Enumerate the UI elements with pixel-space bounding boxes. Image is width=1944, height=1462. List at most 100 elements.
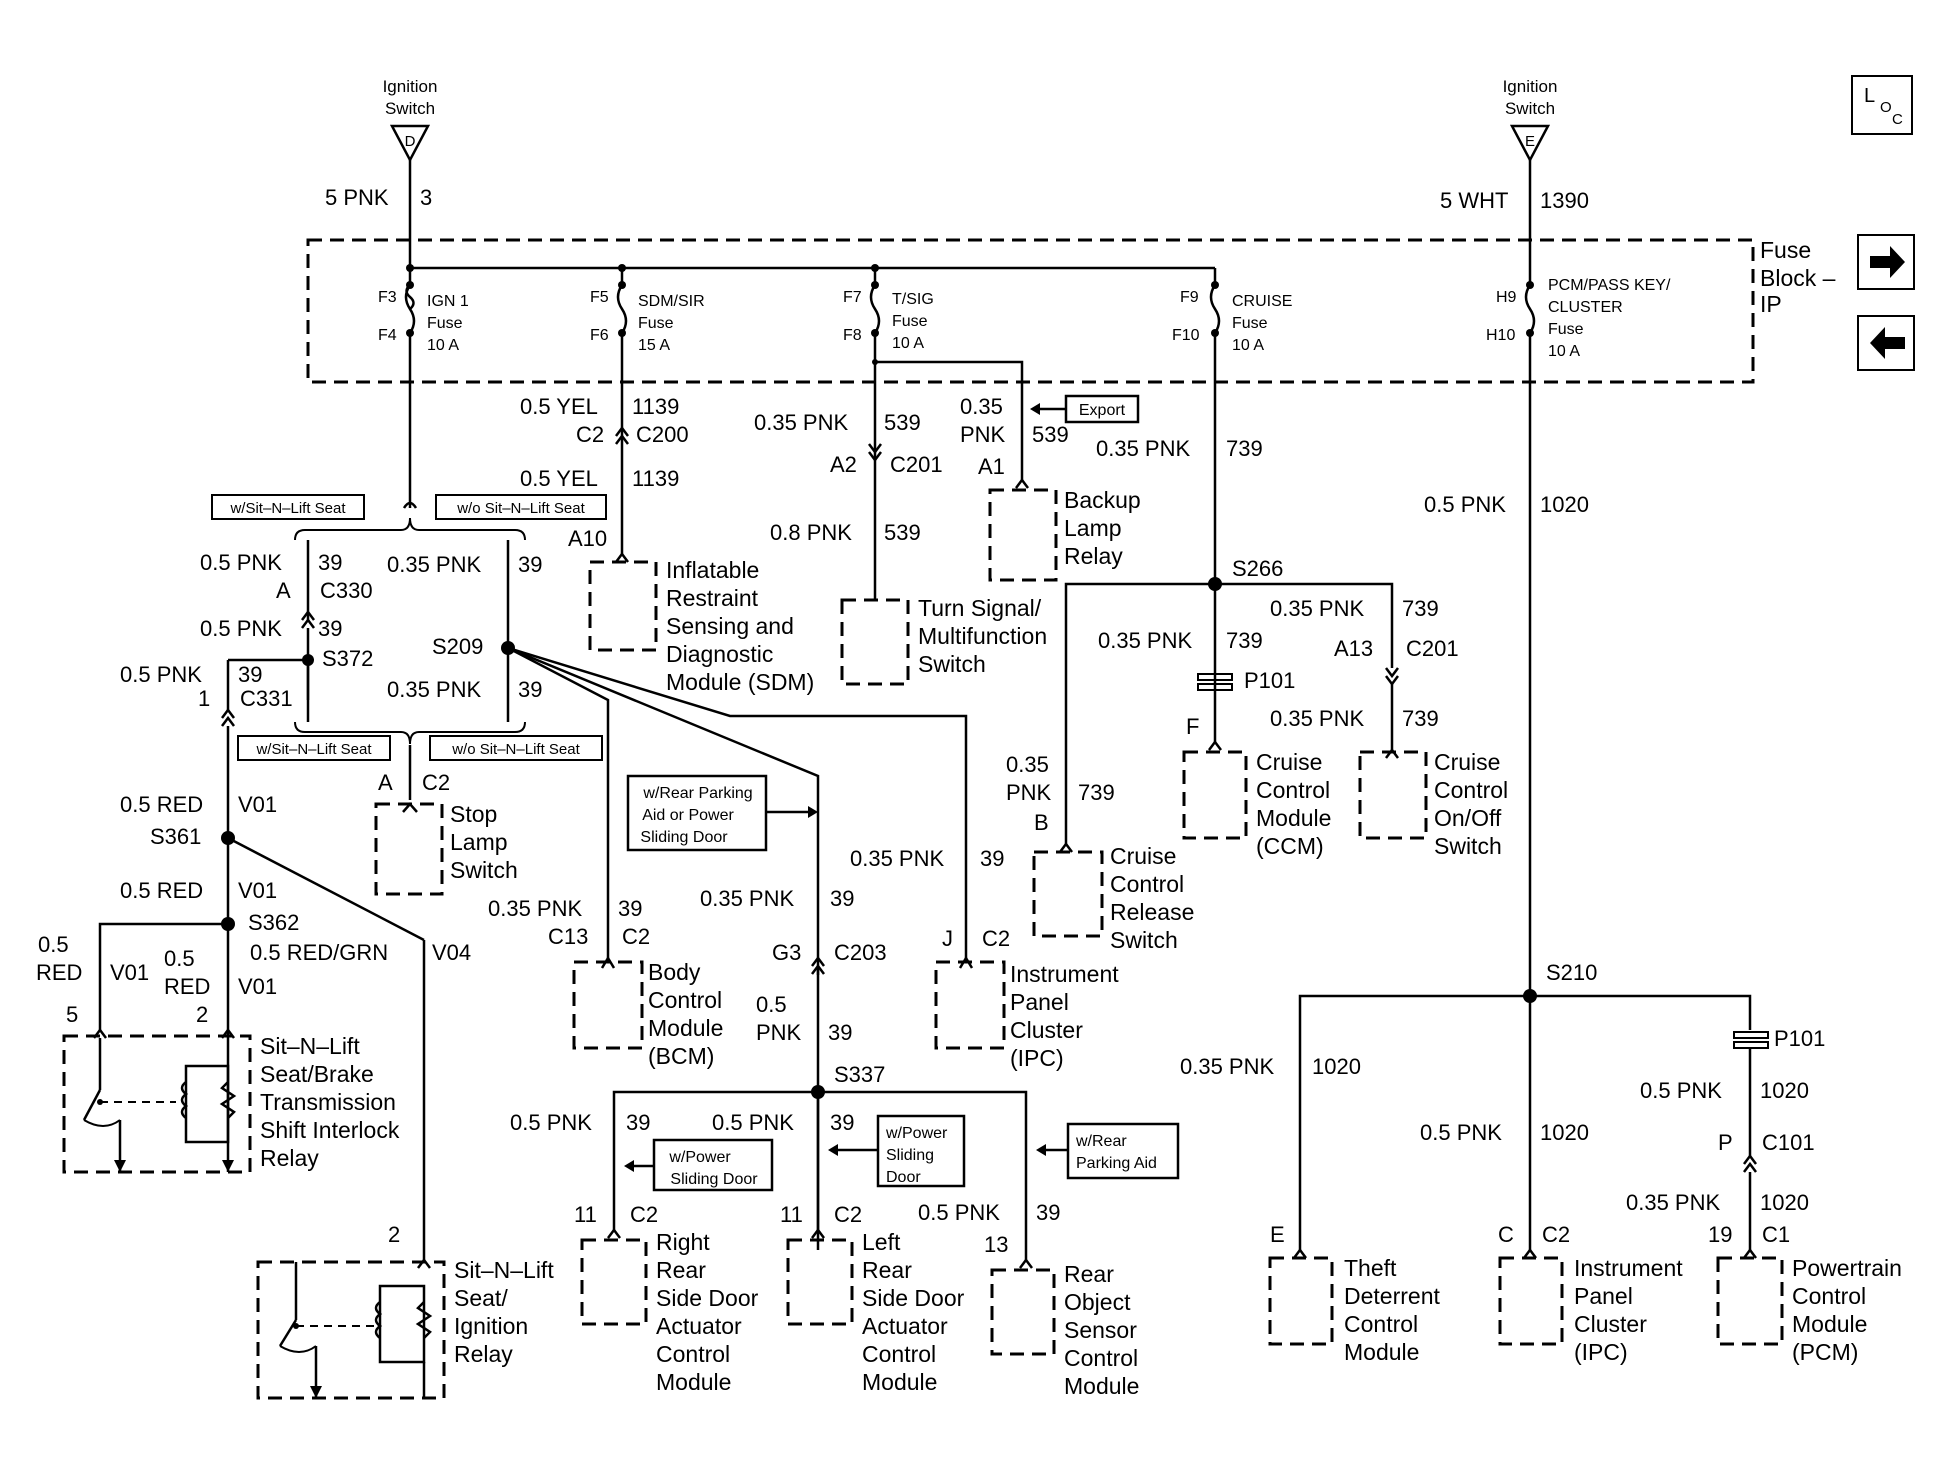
next-page-arrow-icon[interactable] (1857, 234, 1915, 290)
schematic-label: Sensor (1064, 1317, 1137, 1343)
schematic-label: 0.35 PNK (850, 846, 944, 871)
schematic-label: Deterrent (1344, 1283, 1440, 1309)
wire-label: 5 WHT (1440, 188, 1508, 213)
schematic-label: w/Sit–N–Lift Seat (229, 500, 346, 517)
schematic-label: 15 A (638, 337, 670, 354)
schematic-label: 1139 (632, 394, 679, 419)
schematic-label: F5 (590, 289, 609, 306)
schematic-label: 539 (1032, 422, 1069, 447)
schematic-label: A1 (978, 454, 1005, 479)
schematic-label: 0.5 PNK (200, 550, 282, 575)
schematic-label: Sliding (886, 1147, 934, 1164)
schematic-label: 0.5 PNK (918, 1200, 1000, 1225)
fuse-cruise: F9 F10 CRUISE Fuse 10 A (1172, 281, 1292, 354)
schematic-label: L (1864, 85, 1875, 107)
schematic-label: Door (886, 1169, 921, 1186)
instrument-panel-cluster: Instrument Panel Cluster (IPC) (934, 955, 1119, 1071)
loc-icon[interactable]: L O C (1851, 75, 1913, 135)
ignition-switch-d: Ignition Switch D (383, 77, 438, 163)
schematic-label: P (1718, 1130, 1733, 1155)
fuse-sdm: F5 F6 SDM/SIR Fuse 15 A (590, 268, 705, 354)
schematic-label: Module (1792, 1311, 1867, 1337)
schematic-label: Module (648, 1015, 723, 1041)
schematic-label: CLUSTER (1548, 299, 1623, 316)
schematic-label: (PCM) (1792, 1339, 1858, 1365)
schematic-label: Control (1434, 777, 1508, 803)
schematic-label: O (1880, 99, 1892, 116)
schematic-label: Relay (1064, 543, 1123, 569)
schematic-label: 1020 (1760, 1190, 1809, 1215)
schematic-label: SDM/SIR (638, 293, 705, 310)
schematic-label: 0.5 YEL (520, 466, 598, 491)
schematic-label: V01 (238, 878, 277, 903)
schematic-label: 0.5 PNK (712, 1110, 794, 1135)
schematic-label: V01 (238, 974, 277, 999)
schematic-label: Fuse (892, 313, 928, 330)
schematic-label: H9 (1496, 289, 1517, 306)
schematic-label: 39 (318, 616, 342, 641)
schematic-label: 0.35 PNK (387, 677, 481, 702)
schematic-label: 5 (66, 1002, 78, 1027)
schematic-label: F7 (843, 289, 862, 306)
schematic-label: w/o Sit–N–Lift Seat (451, 741, 580, 758)
schematic-label: Module (1256, 805, 1331, 831)
schematic-label: PCM/PASS KEY/ (1548, 277, 1671, 294)
wire-label: 5 PNK (325, 185, 389, 210)
schematic-label: C (1498, 1222, 1514, 1247)
schematic-label: On/Off (1434, 805, 1502, 831)
schematic-label: Turn Signal/ (918, 595, 1042, 621)
instrument-panel-cluster-2: Instrument Panel Cluster (IPC) (1498, 1247, 1683, 1365)
schematic-label: 10 A (1548, 343, 1580, 360)
p101-connector: P101 (1197, 668, 1295, 693)
schematic-label: Switch (1434, 833, 1502, 859)
schematic-label: Body (648, 959, 701, 985)
schematic-label: 0.5 PNK (1424, 492, 1506, 517)
schematic-label: IP (1760, 291, 1782, 317)
schematic-label: Control (1792, 1283, 1866, 1309)
fuse-ign1: F3 F4 IGN 1 Fuse 10 A (378, 268, 469, 354)
schematic-label: Stop (450, 801, 497, 827)
schematic-label: Lamp (450, 829, 508, 855)
export-label: Export (1030, 394, 1140, 424)
fuse-tsig: F7 F8 T/SIG Fuse 10 A (843, 268, 934, 352)
schematic-label: S210 (1546, 960, 1597, 985)
schematic-label: Ignition (383, 77, 438, 96)
schematic-label: Side Door (656, 1285, 759, 1311)
schematic-label: 0.5 RED/GRN (250, 940, 388, 965)
schematic-label: 1 (198, 686, 210, 711)
schematic-label: Side Door (862, 1285, 965, 1311)
schematic-label: Module (1344, 1339, 1419, 1365)
schematic-label: 739 (1402, 706, 1439, 731)
schematic-label: Switch (385, 99, 435, 118)
schematic-label: Theft (1344, 1255, 1397, 1281)
schematic-label: C2 (630, 1202, 658, 1227)
schematic-label: 0.35 PNK (1270, 596, 1364, 621)
schematic-label: 0.5 PNK (1420, 1120, 1502, 1145)
schematic-label: V01 (238, 792, 277, 817)
schematic-label: 0.35 PNK (1626, 1190, 1720, 1215)
schematic-label: A (276, 578, 291, 603)
prev-page-arrow-icon[interactable] (1857, 315, 1915, 371)
schematic-label: Restraint (666, 585, 759, 611)
circuit-label: 1390 (1540, 188, 1589, 213)
p101-connector-2: P101 (1733, 1026, 1825, 1051)
schematic-label: 0.5 YEL (520, 394, 598, 419)
schematic-label: Release (1110, 899, 1194, 925)
schematic-label: P101 (1774, 1026, 1825, 1051)
schematic-label: 11 (574, 1202, 597, 1227)
right-rear-side-door-module: Right Rear Side Door Actuator Control Mo… (580, 1227, 759, 1395)
schematic-label: Control (1344, 1311, 1418, 1337)
schematic-label: 39 (318, 550, 342, 575)
schematic-label: 0.5 PNK (200, 616, 282, 641)
schematic-label: w/Sit–N–Lift Seat (255, 741, 372, 758)
stop-lamp-switch: Stop Lamp Switch (374, 801, 518, 896)
schematic-label: 0.5 PNK (1640, 1078, 1722, 1103)
schematic-label: Rear (1064, 1261, 1114, 1287)
schematic-label: 10 A (892, 335, 924, 352)
schematic-label: Lamp (1064, 515, 1122, 541)
option-box-rear-parking-aid: w/Rear Parking Aid (1036, 1122, 1180, 1180)
schematic-label: Fuse (1760, 237, 1811, 263)
schematic-label: 0.5 RED (120, 792, 203, 817)
schematic-label: S266 (1232, 556, 1283, 581)
schematic-label: 10 A (1232, 337, 1264, 354)
